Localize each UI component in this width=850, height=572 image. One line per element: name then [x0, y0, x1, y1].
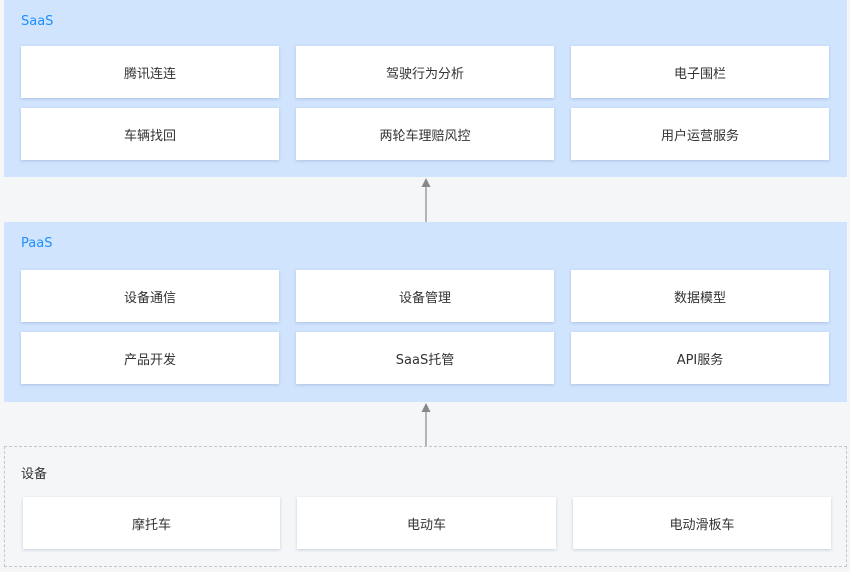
paas-layer: PaaS 设备通信 设备管理 数据模型 产品开发 SaaS托管 API服务 — [4, 222, 847, 402]
device-layer: 设备 摩托车 电动车 电动滑板车 — [4, 446, 847, 567]
saas-item-box: 腾讯连连 — [21, 46, 279, 98]
paas-to-saas-arrow-icon — [419, 177, 433, 222]
device-item-box: 电动车 — [297, 497, 556, 549]
saas-item-box: 驾驶行为分析 — [296, 46, 554, 98]
paas-item-box: API服务 — [571, 332, 829, 384]
paas-item-box: 设备管理 — [296, 270, 554, 322]
paas-layer-title: PaaS — [21, 236, 53, 251]
saas-item-box: 电子围栏 — [571, 46, 829, 98]
device-item-box: 摩托车 — [23, 497, 280, 549]
saas-layer-title: SaaS — [21, 14, 54, 29]
saas-item-box: 两轮车理赔风控 — [296, 108, 554, 160]
saas-layer: SaaS 腾讯连连 驾驶行为分析 电子围栏 车辆找回 两轮车理赔风控 用户运营服… — [4, 0, 847, 177]
saas-item-box: 车辆找回 — [21, 108, 279, 160]
paas-item-box: 数据模型 — [571, 270, 829, 322]
device-to-paas-arrow-icon — [419, 402, 433, 446]
paas-item-box: 产品开发 — [21, 332, 279, 384]
saas-item-box: 用户运营服务 — [571, 108, 829, 160]
paas-item-box: SaaS托管 — [296, 332, 554, 384]
device-layer-title: 设备 — [21, 467, 48, 482]
paas-item-box: 设备通信 — [21, 270, 279, 322]
device-item-box: 电动滑板车 — [573, 497, 831, 549]
